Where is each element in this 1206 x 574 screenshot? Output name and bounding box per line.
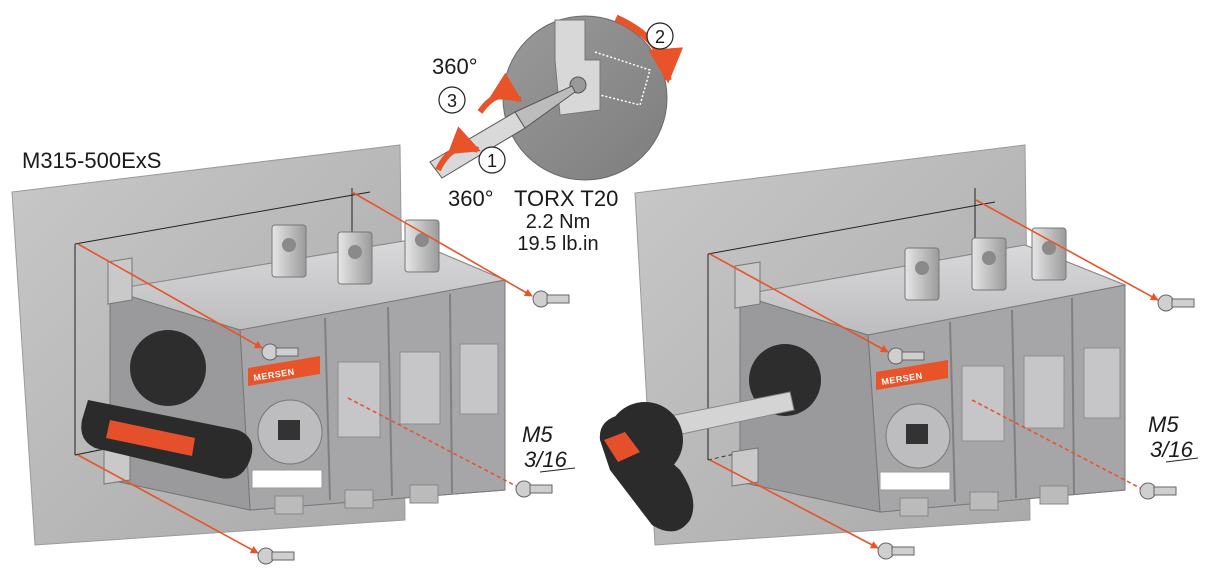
left-brand-plate [248, 356, 320, 386]
model-label: M315-500ExS [22, 148, 161, 173]
left-screw-paths [77, 191, 533, 554]
step-1-marker: 1 [478, 146, 506, 174]
right-lower-bracket [731, 447, 759, 487]
screw-icon [1157, 294, 1195, 312]
left-screw-size-imperial: 3/16 [524, 447, 568, 472]
svg-text:3: 3 [447, 91, 457, 111]
left-drill-guide-lines [74, 188, 371, 456]
svg-text:2: 2 [655, 27, 665, 47]
torx-detail-view: 1 2 3 360° 360° TORX T20 2.2 Nm 19.5 lb.… [429, 14, 684, 255]
right-screw-size-imperial: 3/16 [1150, 437, 1194, 462]
left-assembly: MERSEN M315-500ExS M5 3/16 [11, 144, 576, 565]
screw-icon [261, 343, 299, 361]
step-3-marker: 3 [438, 86, 466, 114]
left-operating-handle [81, 330, 253, 479]
screw-icon [532, 290, 570, 308]
rotation-angle-bottom: 360° [448, 186, 494, 211]
step-1-rotation-arrow [435, 126, 481, 172]
right-screw-paths [709, 199, 1159, 549]
torque-imperial: 19.5 lb.in [517, 233, 598, 255]
left-handle-orange-insert [106, 420, 195, 456]
step-3-rotation-arrow [477, 72, 523, 114]
right-assembly: MERSEN M5 3/16 [599, 144, 1199, 560]
torque-metric: 2.2 Nm [526, 211, 590, 233]
tool-spec: TORX T20 [514, 186, 618, 211]
right-screw-size-metric: M5 [1148, 412, 1179, 437]
left-upper-bracket [107, 257, 133, 305]
right-brand-plate [876, 360, 948, 390]
left-screw-size-metric: M5 [522, 422, 553, 447]
right-upper-bracket [734, 261, 761, 309]
right-mounting-screws [877, 294, 1195, 560]
screw-icon [515, 480, 553, 498]
left-mounting-screws [257, 290, 570, 565]
svg-text:1: 1 [487, 151, 497, 171]
screw-icon [887, 347, 925, 365]
screw-icon [877, 542, 915, 560]
right-terminal-lugs [904, 227, 1067, 301]
right-handle-orange-insert [604, 432, 640, 462]
right-operating-handle [599, 344, 821, 532]
rotation-angle-top: 360° [432, 54, 478, 79]
step-2-marker: 2 [646, 22, 674, 50]
left-terminal-lugs [271, 219, 440, 285]
screw-icon [1139, 482, 1177, 500]
screw-icon [257, 547, 295, 565]
